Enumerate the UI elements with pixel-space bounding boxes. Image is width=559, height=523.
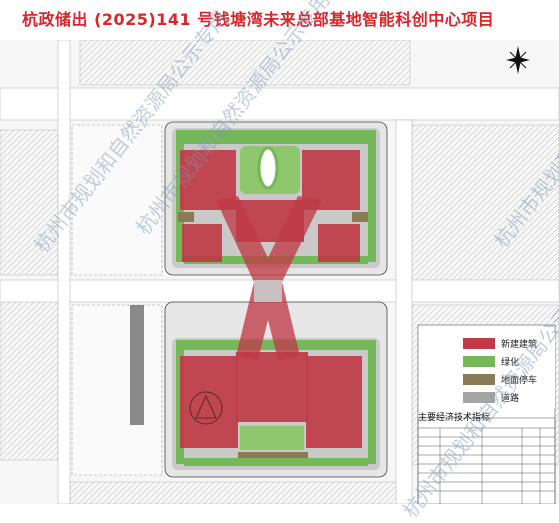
south-green-right — [368, 350, 376, 464]
south-green-court — [240, 426, 304, 450]
economic-indicator-table — [417, 417, 556, 504]
north-building-se — [318, 224, 360, 262]
north-oval-lawn — [257, 146, 279, 190]
surrounding-block-left-bottom — [0, 299, 59, 461]
surrounding-block-left-top — [0, 129, 59, 276]
north-building-sw — [182, 224, 222, 262]
road-vertical-right — [395, 119, 413, 504]
legend-item: 新建建筑 — [463, 336, 537, 350]
x-plaza-link — [216, 196, 322, 360]
legend-label: 新建建筑 — [501, 339, 538, 350]
south-triangle-feature — [195, 394, 217, 419]
north-green-right — [368, 144, 376, 262]
legend-label: 绿化 — [501, 357, 520, 368]
page-title: 杭政储出 (2025)141 号钱塘湾未来总部基地智能科创中心项目 — [22, 10, 495, 29]
parcel-left-bottom — [71, 304, 163, 476]
north-parking-left — [178, 212, 194, 222]
legend: 新建建筑绿化地面停车道路 — [459, 332, 555, 408]
south-green-bottom — [184, 458, 368, 466]
site-plan-map — [0, 40, 559, 504]
surrounding-block-right-top — [411, 124, 559, 286]
dark-strip — [130, 305, 144, 425]
legend-item: 绿化 — [463, 354, 519, 368]
south-circular-plaza — [189, 391, 223, 425]
table-title: 主要经济技术指标 — [418, 413, 491, 423]
legend-swatch — [463, 391, 495, 403]
legend-label: 地面停车 — [501, 375, 538, 386]
legend-swatch — [463, 373, 495, 385]
legend-item: 道路 — [463, 390, 519, 404]
north-parking-right — [352, 212, 368, 222]
legend-item: 地面停车 — [463, 372, 537, 386]
surrounding-block-top — [79, 40, 411, 86]
legend-swatch — [463, 355, 495, 367]
legend-swatch — [463, 337, 495, 349]
surrounding-block-bottom — [69, 481, 411, 504]
legend-label: 道路 — [501, 393, 520, 404]
south-parking-bottom — [238, 452, 308, 458]
road-vertical-left — [57, 40, 71, 504]
north-green-top — [176, 130, 376, 144]
north-arrow-icon — [506, 46, 530, 74]
plaza-crossing — [254, 280, 282, 302]
parcel-left-top — [71, 124, 163, 276]
south-building-center — [236, 352, 308, 422]
south-building-east — [306, 356, 362, 448]
road-horizontal-top — [0, 87, 559, 121]
